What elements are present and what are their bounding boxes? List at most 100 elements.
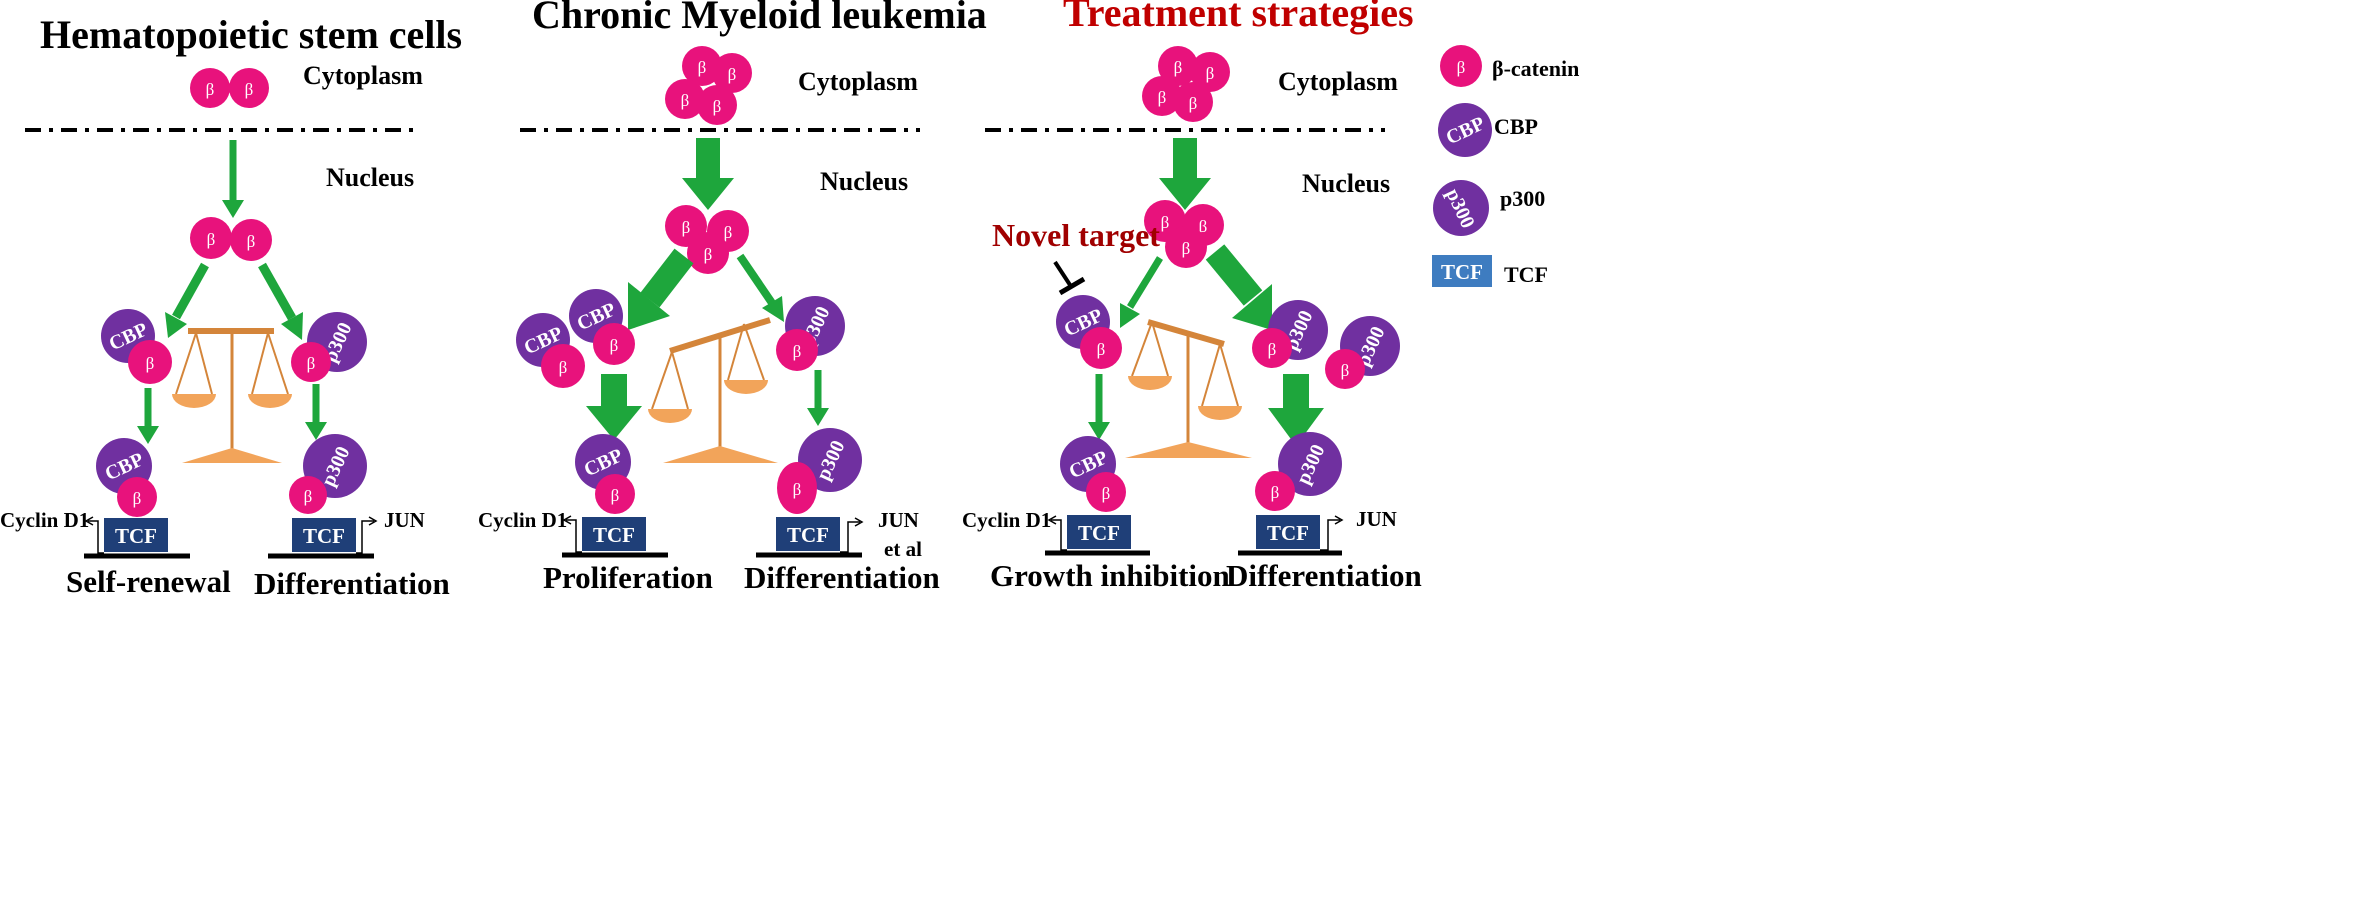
svg-text:β: β <box>146 354 155 373</box>
svg-text:β: β <box>1158 88 1167 107</box>
nucleus-label: Nucleus <box>1302 169 1390 198</box>
svg-text:β: β <box>1268 340 1277 359</box>
beta-catenin-icon: β <box>687 232 729 274</box>
outcome-right: Differentiation <box>1226 558 1422 593</box>
beta-catenin-icon: β <box>541 344 585 388</box>
beta-catenin-icon: β <box>1325 349 1365 389</box>
gene-label-right: JUN <box>878 508 919 532</box>
beta-catenin-icon: β <box>1158 46 1198 86</box>
balance-scale <box>1125 319 1252 458</box>
svg-text:TCF: TCF <box>1441 260 1483 284</box>
arrow-left-down <box>137 388 159 444</box>
svg-text:β: β <box>610 336 619 355</box>
p300-icon: p300 <box>307 312 367 372</box>
legend-label: CBP <box>1494 114 1538 139</box>
promoter-arrow-right <box>1320 515 1344 551</box>
beta-catenin-icon: β <box>1255 471 1295 511</box>
beta-catenin-icon: β <box>712 53 752 93</box>
panel-title: Treatment strategies <box>1063 0 1414 35</box>
svg-text:β: β <box>793 342 802 361</box>
arrow-import <box>222 140 244 218</box>
arrow-import <box>1159 138 1211 210</box>
nucleus-label: Nucleus <box>326 163 414 192</box>
balance-scale <box>172 328 292 463</box>
arrow-right-down <box>305 384 327 440</box>
arrow-import <box>682 138 734 210</box>
svg-text:β: β <box>1182 239 1191 258</box>
svg-text:TCF: TCF <box>303 524 345 548</box>
outcome-left: Growth inhibition <box>990 558 1230 593</box>
svg-text:β: β <box>247 232 256 251</box>
svg-text:β: β <box>704 245 713 264</box>
beta-catenin-nucleus: β β <box>190 217 272 261</box>
arrow-to-cbp <box>1120 256 1163 328</box>
gene-label-left: Cyclin D1 <box>0 508 89 532</box>
beta-catenin-icon: β <box>1173 82 1213 122</box>
arrow-left-down <box>586 374 642 440</box>
tcf-box: TCF <box>292 518 356 552</box>
svg-text:β: β <box>245 80 254 99</box>
svg-text:β: β <box>133 489 142 508</box>
beta-catenin-icon: β <box>1252 328 1292 368</box>
promoter-arrow-left <box>1047 515 1067 551</box>
beta-catenin-icon: β <box>776 329 818 371</box>
beta-catenin-nucleus: β β β <box>665 205 749 274</box>
promoter-arrow-right <box>840 517 864 553</box>
beta-catenin-icon: β <box>289 476 327 514</box>
svg-text:β: β <box>698 58 707 77</box>
panel-title: Chronic Myeloid leukemia <box>532 0 987 37</box>
balance-scale <box>648 317 778 463</box>
beta-catenin-icon: β <box>190 217 232 259</box>
beta-catenin-icon: β <box>1440 45 1482 87</box>
tcf-box: TCF <box>776 517 840 551</box>
beta-catenin-icon: β <box>682 46 722 86</box>
svg-text:β: β <box>307 354 316 373</box>
cbp-icon: CBP <box>1438 103 1492 157</box>
beta-catenin-icon: β <box>1165 226 1207 268</box>
svg-text:β: β <box>1341 361 1350 380</box>
svg-text:TCF: TCF <box>115 524 157 548</box>
beta-catenin-icon: β <box>190 68 230 108</box>
gene-label-left: Cyclin D1 <box>478 508 567 532</box>
beta-catenin-icon: β <box>777 462 817 514</box>
cytoplasm-label: Cytoplasm <box>798 67 918 96</box>
legend-item-tcf: TCF TCF <box>1432 255 1548 287</box>
beta-catenin-icon: β <box>1190 52 1230 92</box>
legend-item-p300: p300 p300 <box>1433 180 1545 236</box>
tcf-box: TCF <box>104 518 168 552</box>
svg-text:TCF: TCF <box>1078 521 1120 545</box>
beta-catenin-icon: β <box>1142 76 1182 116</box>
beta-catenin-cytoplasm: β β β β <box>1142 46 1230 122</box>
svg-text:TCF: TCF <box>1267 521 1309 545</box>
cytoplasm-label: Cytoplasm <box>1278 67 1398 96</box>
panel-cml: Chronic Myeloid leukemia β β β β Cytopla… <box>478 0 987 595</box>
beta-catenin-icon: β <box>665 79 705 119</box>
svg-text:β: β <box>1189 94 1198 113</box>
beta-catenin-icon: β <box>117 477 157 517</box>
svg-text:β: β <box>681 91 690 110</box>
svg-text:β: β <box>1199 217 1208 236</box>
svg-text:β: β <box>1206 64 1215 83</box>
p300-icon: p300 <box>1433 180 1489 236</box>
panel-treatment: Treatment strategies β β β β Cytoplasm N… <box>962 0 1422 593</box>
svg-text:β: β <box>1457 58 1466 77</box>
legend-item-cbp: CBP CBP <box>1438 103 1538 157</box>
arrow-to-p300 <box>258 262 303 340</box>
legend-label: TCF <box>1504 262 1548 287</box>
svg-text:TCF: TCF <box>787 523 829 547</box>
beta-catenin-nucleus: β β β <box>1144 200 1224 268</box>
svg-text:β: β <box>682 218 691 237</box>
nucleus-label: Nucleus <box>820 167 908 196</box>
svg-text:β: β <box>1161 213 1170 232</box>
gene-label-right: JUN <box>1356 507 1397 531</box>
arrow-left-down <box>1088 374 1110 440</box>
beta-catenin-cytoplasm: β β β β <box>665 46 752 125</box>
beta-catenin-icon: β <box>1080 327 1122 369</box>
beta-catenin-icon: β <box>128 340 172 384</box>
panel-title: Hematopoietic stem cells <box>40 12 462 57</box>
legend-label: β-catenin <box>1492 56 1579 81</box>
beta-catenin-icon: β <box>291 342 331 382</box>
arrow-to-cbp <box>628 248 694 330</box>
svg-text:β: β <box>206 80 215 99</box>
